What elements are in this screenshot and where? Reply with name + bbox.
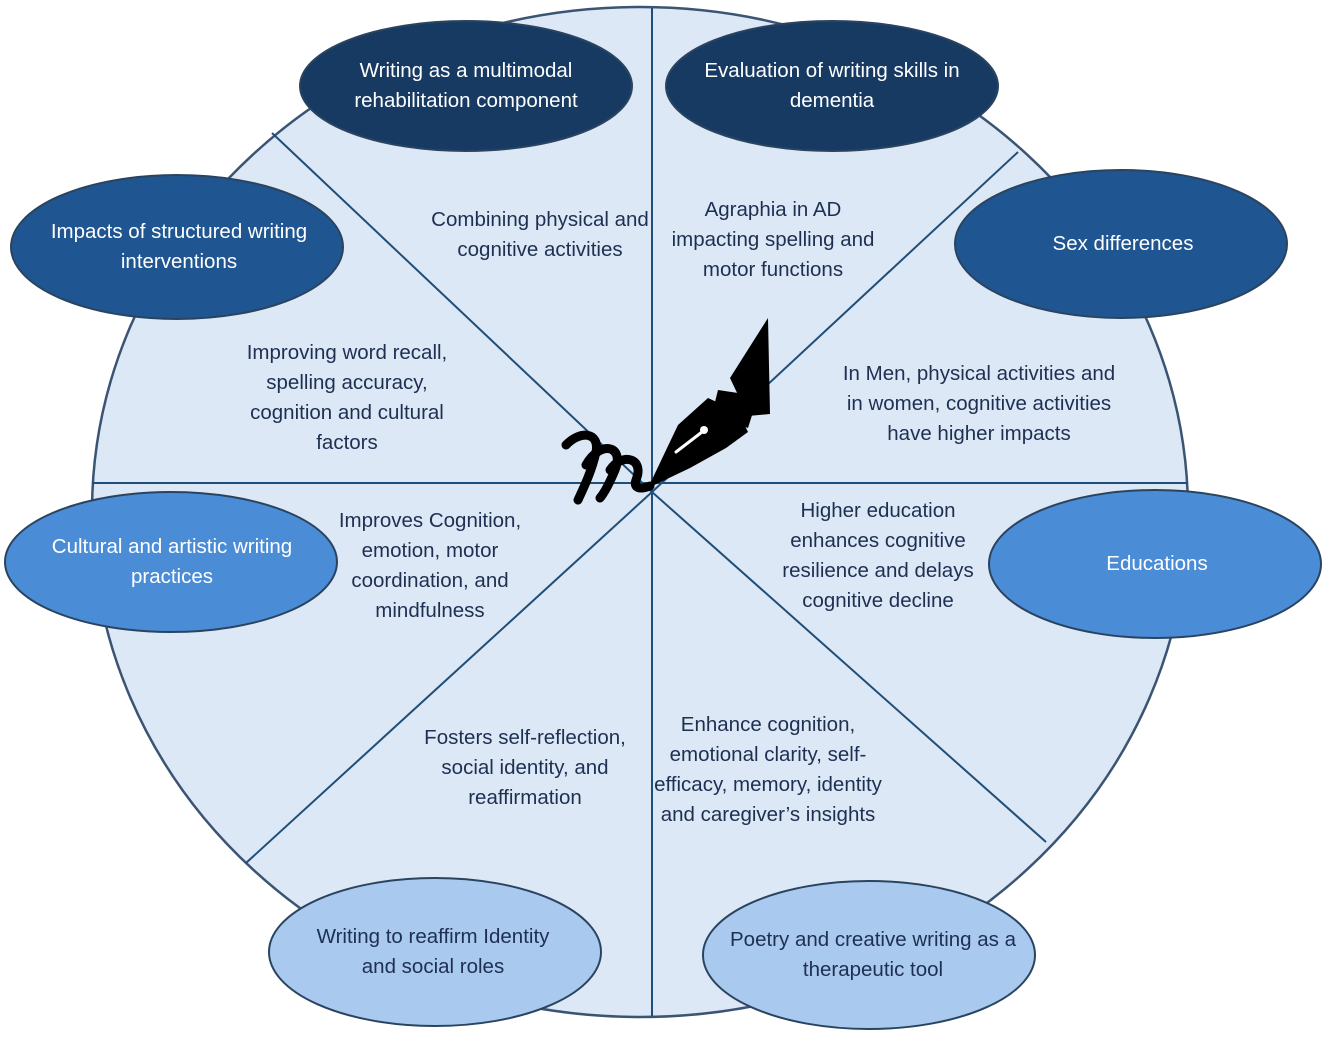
finding-educations: Higher education enhances cognitive resi… <box>782 499 974 612</box>
theme-ellipse-identity <box>268 877 602 1027</box>
divider-lines <box>92 8 1188 1016</box>
finding-structured: Improving word recall, spelling accuracy… <box>246 341 448 454</box>
theme-ellipse-multimodal <box>299 20 633 152</box>
pen-nib <box>648 398 748 488</box>
theme-label-sex-differences: Sex differences <box>1052 232 1194 255</box>
theme-ellipse-evaluation <box>665 20 999 152</box>
fountain-pen-signature-icon <box>561 318 770 505</box>
finding-identity: Fosters self-reflection, social identity… <box>424 726 626 809</box>
signature-stroke <box>561 430 655 505</box>
pen-barrel <box>730 318 770 416</box>
theme-label-evaluation: Evaluation of writing skills in dementia <box>704 59 960 112</box>
theme-ellipse-poetry <box>702 880 1036 1030</box>
theme-label-poetry: Poetry and creative writing as a therape… <box>730 928 1016 981</box>
divider-lower-left <box>245 491 653 864</box>
finding-poetry: Enhance cognition, emotional clarity, se… <box>654 713 882 826</box>
divider-lower-right <box>651 491 1047 843</box>
theme-label-identity: Writing to reaffirm Identity and social … <box>316 925 550 978</box>
finding-cultural: Improves Cognition, emotion, motor coord… <box>338 509 522 622</box>
theme-ellipses <box>4 20 1322 1030</box>
theme-label-educations: Educations <box>1106 552 1208 575</box>
theme-ellipse-structured <box>10 174 344 320</box>
theme-ellipse-sex-differences <box>954 169 1288 319</box>
theme-label-cultural: Cultural and artistic writing practices <box>51 535 293 588</box>
pen-nib-hole <box>700 426 708 434</box>
theme-label-structured: Impacts of structured writing interventi… <box>50 220 308 273</box>
finding-multimodal: Combining physical and cognitive activit… <box>431 208 649 261</box>
pen-nib-slit <box>674 430 704 454</box>
finding-evaluation: Agraphia in AD impacting spelling and mo… <box>671 198 875 281</box>
theme-ellipse-educations <box>988 489 1322 639</box>
theme-label-multimodal: Writing as a multimodal rehabilitation c… <box>354 59 578 112</box>
finding-sex-differences: In Men, physical activities and in women… <box>842 362 1116 445</box>
theme-ellipse-cultural <box>4 491 338 633</box>
